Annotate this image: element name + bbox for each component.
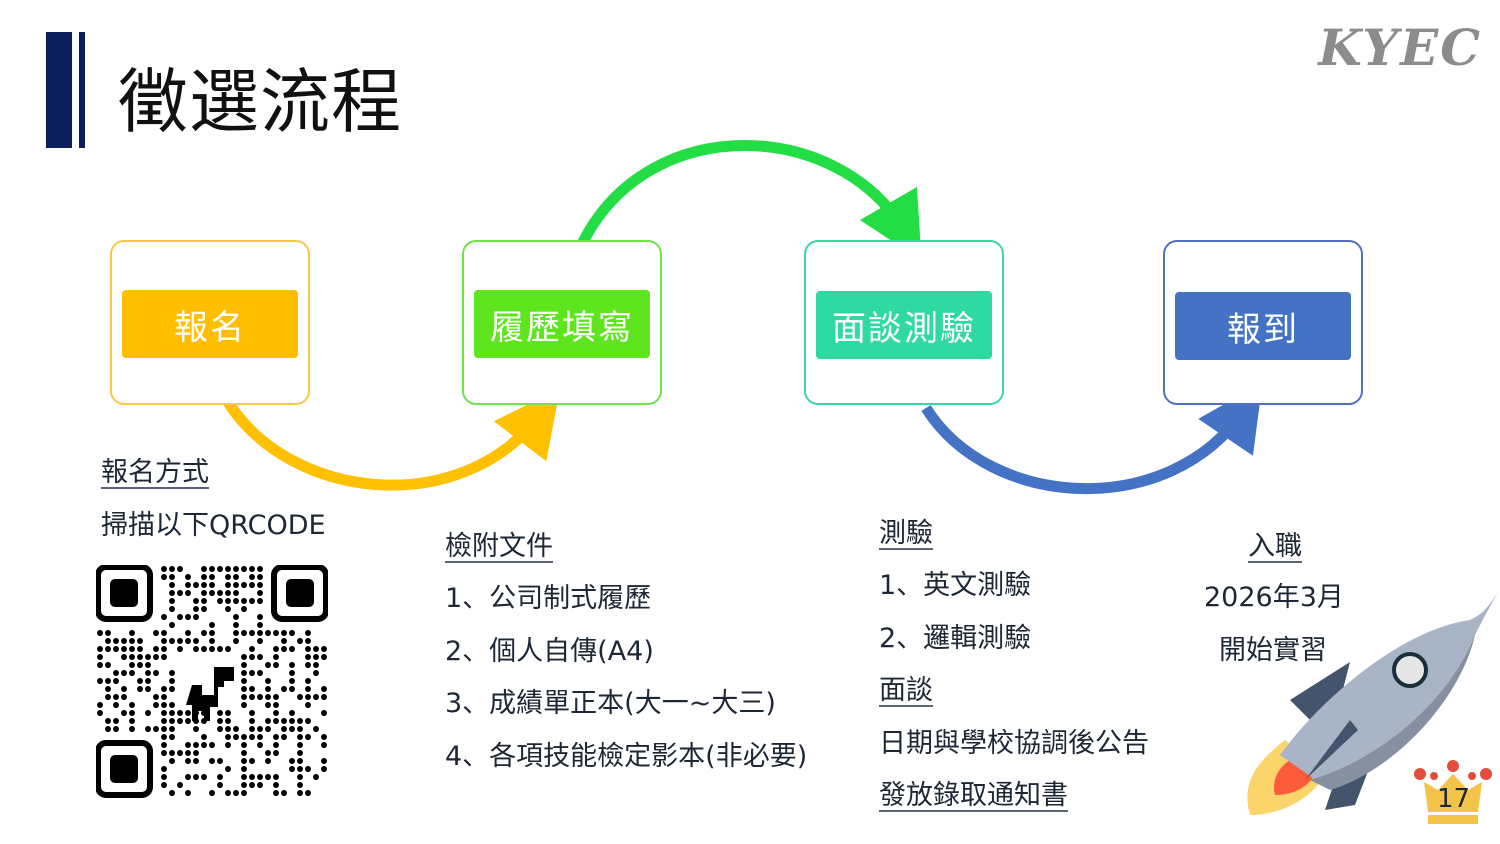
docs-item: 2、個人自傳(A4) xyxy=(445,636,654,667)
docs-item: 1、公司制式履歷 xyxy=(445,583,652,614)
arrow-resume-to-interview xyxy=(578,140,922,261)
interview-heading: 面談 xyxy=(879,675,933,706)
page-number: 17 xyxy=(1437,784,1471,814)
docs-item: 3、成績單正本(大一~大三) xyxy=(445,688,776,719)
onboard-text: 開始實習 xyxy=(1219,635,1327,666)
step-report-label: 報到 xyxy=(1175,292,1351,360)
step-card-report: 報到 xyxy=(1163,240,1363,405)
qr-code[interactable] xyxy=(96,565,328,799)
docs-heading: 檢附文件 xyxy=(445,531,553,562)
signup-text: 掃描以下QRCODE xyxy=(101,510,326,541)
step-card-signup: 報名 xyxy=(110,240,310,405)
dino-icon xyxy=(186,667,234,721)
arrow-interview-to-report xyxy=(921,382,1263,495)
onboard-date: 2026年3月 xyxy=(1204,582,1344,613)
signup-heading: 報名方式 xyxy=(101,457,209,488)
test-heading: 測驗 xyxy=(879,518,933,549)
step-signup-label: 報名 xyxy=(122,290,298,358)
kyec-logo: KYEC xyxy=(1318,18,1482,77)
step-interview-label: 面談測驗 xyxy=(816,291,992,359)
step-card-resume: 履歷填寫 xyxy=(462,240,662,405)
page-title: 徵選流程 xyxy=(118,61,402,143)
test-item: 1、英文測驗 xyxy=(879,570,1032,601)
offer-text: 發放錄取通知書 xyxy=(879,780,1068,811)
crown-icon xyxy=(1414,760,1492,824)
interview-text: 日期與學校協調後公告 xyxy=(879,728,1149,759)
title-accent-bar xyxy=(46,32,72,148)
test-item: 2、邏輯測驗 xyxy=(879,623,1032,654)
arrow-signup-to-resume xyxy=(223,388,561,491)
step-resume-label: 履歷填寫 xyxy=(474,290,650,358)
rocket-icon xyxy=(1247,592,1498,815)
onboard-heading: 入職 xyxy=(1248,531,1302,562)
step-card-interview: 面談測驗 xyxy=(804,240,1004,405)
docs-item: 4、各項技能檢定影本(非必要) xyxy=(445,741,808,772)
title-accent-bar-thin xyxy=(79,32,85,148)
